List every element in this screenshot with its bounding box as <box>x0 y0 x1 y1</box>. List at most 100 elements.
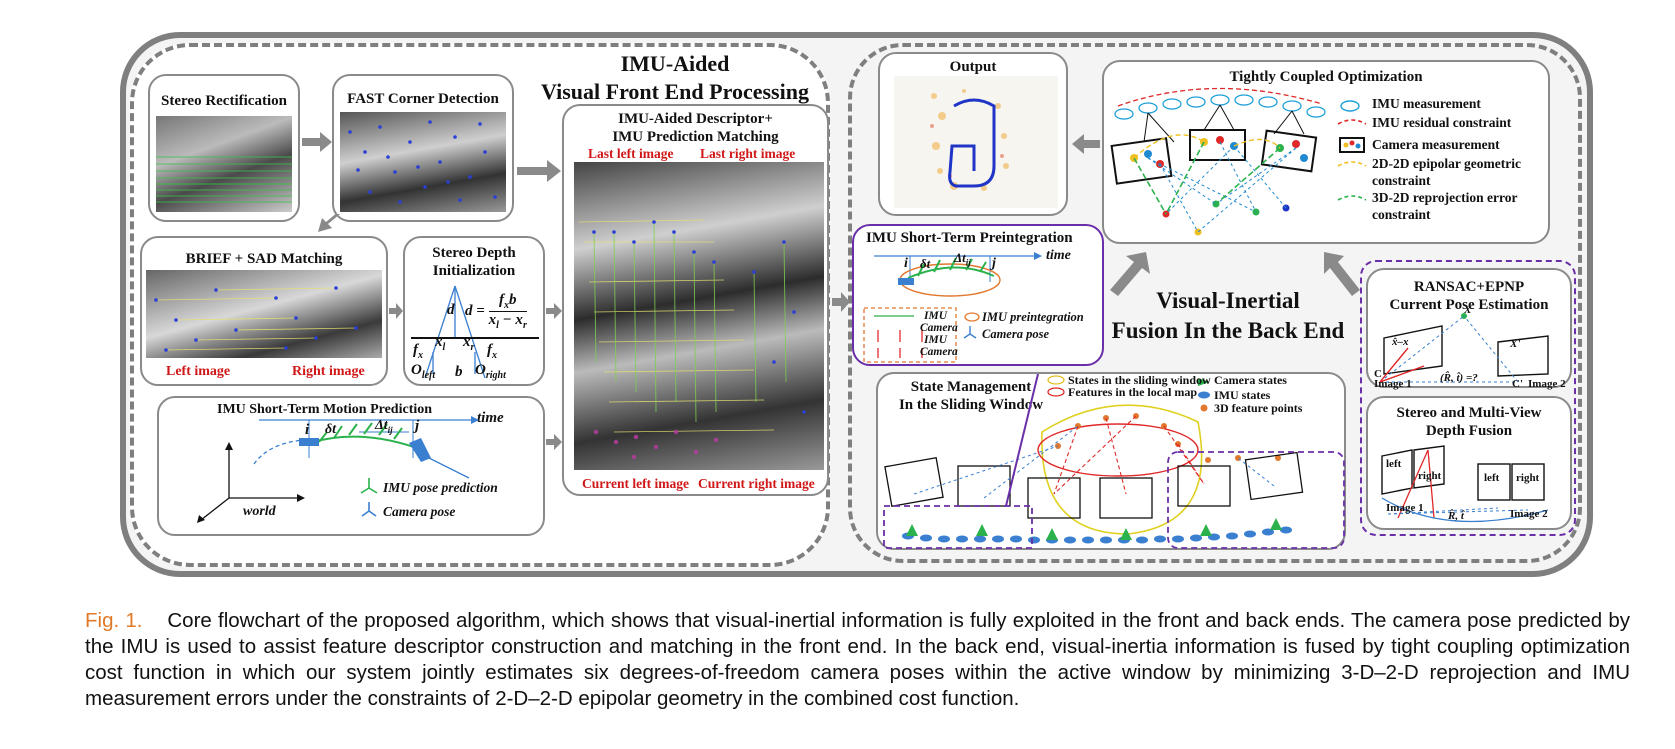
formula-num-b: b <box>508 292 517 308</box>
motion-i-label: i <box>305 422 310 438</box>
stereo-mv-geometry <box>1381 445 1549 523</box>
front-end-title-line1: IMU-Aided <box>620 51 730 76</box>
stereo-depth-geometry <box>411 285 539 379</box>
arrow-fast-to-brief <box>318 212 342 239</box>
fusion-title: Visual-Inertial Fusion In the Back End <box>1108 286 1348 346</box>
ransac-Cprime-label: C' <box>1512 378 1523 390</box>
fast-corner-panel: FAST Corner Detection <box>332 74 514 222</box>
stereo-rectification-title: Stereo Rectification <box>161 93 287 109</box>
ransac-Rt-label: (R̂, t̂) =? <box>1440 372 1478 384</box>
sliding-window-graph <box>883 374 1345 549</box>
smv-right-2: right <box>1516 472 1540 484</box>
preint-dt-label: δt <box>920 256 931 271</box>
xr-x: x <box>463 334 471 350</box>
tco-legend-imu-measurement: IMU measurement <box>1372 96 1481 111</box>
o-left-o: O <box>411 362 422 378</box>
formula-den-minus: − x <box>498 312 523 328</box>
preint-legend-camera: Camera pose <box>982 327 1050 341</box>
ransac-image1-label: Image 1 <box>1374 378 1412 390</box>
corner-points <box>348 120 497 204</box>
current-left-label: Current left image <box>582 476 689 491</box>
figure-caption-text: Core flowchart of the proposed algorithm… <box>85 609 1630 710</box>
fx-right-f: f <box>487 342 492 358</box>
fx-left-sub: x <box>418 350 423 361</box>
figure-caption: Fig. 1. Core flowchart of the proposed a… <box>85 608 1630 712</box>
preint-sketch <box>863 252 1042 363</box>
arrow-ransac-to-fusion <box>1320 252 1360 301</box>
ransac-geometry <box>1379 313 1549 383</box>
stereo-rectification-panel: Stereo Rectification <box>148 74 300 222</box>
motion-dtij-label: Δtij <box>375 418 393 435</box>
smv-image1-label: Image 1 <box>1386 502 1424 514</box>
sw-legend-features: Features in the local map <box>1068 385 1198 399</box>
preint-dtij-sub: ij <box>965 257 971 268</box>
o-right-sub: right <box>485 370 506 381</box>
fast-corner-title: FAST Corner Detection <box>347 91 499 107</box>
formula-num-f: f <box>498 292 504 308</box>
desc-title-line1: IMU-Aided Descriptor+ <box>618 111 773 127</box>
tco-legend-imu-residual: IMU residual constraint <box>1372 115 1512 130</box>
preint-camera-label-1: Camera <box>920 322 958 334</box>
motion-dtij-sub: ij <box>387 424 393 435</box>
stereo-mv-panel: Stereo and Multi-View Depth Fusion left … <box>1366 396 1572 530</box>
tco-legend-epipolar-line1: 2D-2D epipolar geometric <box>1372 156 1521 171</box>
trajectory-map-image <box>894 76 1058 208</box>
formula-den-x: x <box>488 312 497 328</box>
o-right-label: Oright <box>475 362 506 381</box>
front-end-title-line2: Visual Front End Processing <box>541 79 809 104</box>
left-image-label: Left image <box>166 364 231 379</box>
preint-j-label: j <box>992 256 996 271</box>
trajectory-plot <box>930 89 1009 191</box>
ransac-image2-label: Image 2 <box>1528 378 1566 390</box>
xl-sub: l <box>442 342 446 353</box>
tco-legend-reprojection-line1: 3D-2D reprojection error <box>1372 190 1518 205</box>
tco-title: Tightly Coupled Optimization <box>1229 69 1423 85</box>
state-title-line1: State Management <box>910 379 1032 395</box>
tco-graph <box>1110 87 1367 236</box>
preint-dtij-label: Δtij <box>954 250 971 268</box>
fast-corner-image <box>340 112 506 212</box>
fx-right-label: fx <box>487 342 497 361</box>
arrow-front-to-back <box>832 292 850 317</box>
sw-legend-3d-points: 3D feature points <box>1214 401 1303 415</box>
preint-imu-label-1: IMU <box>924 310 948 322</box>
ransac-Xprime-label: X' <box>1510 338 1521 350</box>
smv-left-2: left <box>1484 472 1500 484</box>
brief-sad-panel: BRIEF + SAD Matching Left image Right im… <box>140 236 388 386</box>
motion-time-label: time <box>477 410 504 426</box>
right-image-label: Right image <box>292 364 365 379</box>
ransac-X-label: X <box>1464 304 1472 316</box>
preint-imu-label-2: IMU <box>924 334 948 346</box>
smv-image2-label: Image 2 <box>1510 508 1548 520</box>
fusion-title-line1: Visual-Inertial <box>1156 288 1300 313</box>
descriptor-matching-image <box>574 162 824 470</box>
xl-x: x <box>435 334 443 350</box>
xr-label: xr <box>463 334 474 353</box>
depth-formula: d = fxb xl − xr <box>465 292 527 331</box>
stereo-depth-title-line1: Stereo Depth <box>432 245 516 261</box>
brief-sad-image <box>146 270 382 358</box>
motion-j-label: j <box>415 418 420 434</box>
state-title-line2: In the Sliding Window <box>898 397 1044 413</box>
rectification-lines <box>156 156 292 203</box>
preintegration-panel: IMU Short-Term Preintegration Camera pos… <box>852 224 1104 366</box>
motion-prediction-title: IMU Short-Term Motion Prediction <box>217 402 433 417</box>
ransac-title-line1: RANSAC+EPNP <box>1413 279 1525 295</box>
tco-panel: Tightly Coupled Optimization <box>1102 60 1550 244</box>
arrow-fast-to-desc <box>517 160 561 187</box>
preint-dtij-delta: Δt <box>954 250 966 265</box>
xl-label: xl <box>435 334 445 353</box>
output-title: Output <box>949 59 997 75</box>
fx-left-f: f <box>413 342 418 358</box>
front-end-title: IMU-Aided Visual Front End Processing <box>515 50 835 106</box>
sw-legend-imu-states: IMU states <box>1214 388 1271 402</box>
pose-estimation-region <box>1360 260 1576 536</box>
preint-i-text: i <box>904 256 908 271</box>
preint-time-label: time <box>1046 248 1071 263</box>
fx-left-label: fx <box>413 342 423 361</box>
brief-match-lines <box>154 286 358 352</box>
brief-sad-title: BRIEF + SAD Matching <box>185 251 343 267</box>
state-title: State Management In the Sliding Window <box>886 378 1056 414</box>
motion-dtij-delta: Δt <box>375 418 388 433</box>
formula-den-l: l <box>496 320 499 331</box>
